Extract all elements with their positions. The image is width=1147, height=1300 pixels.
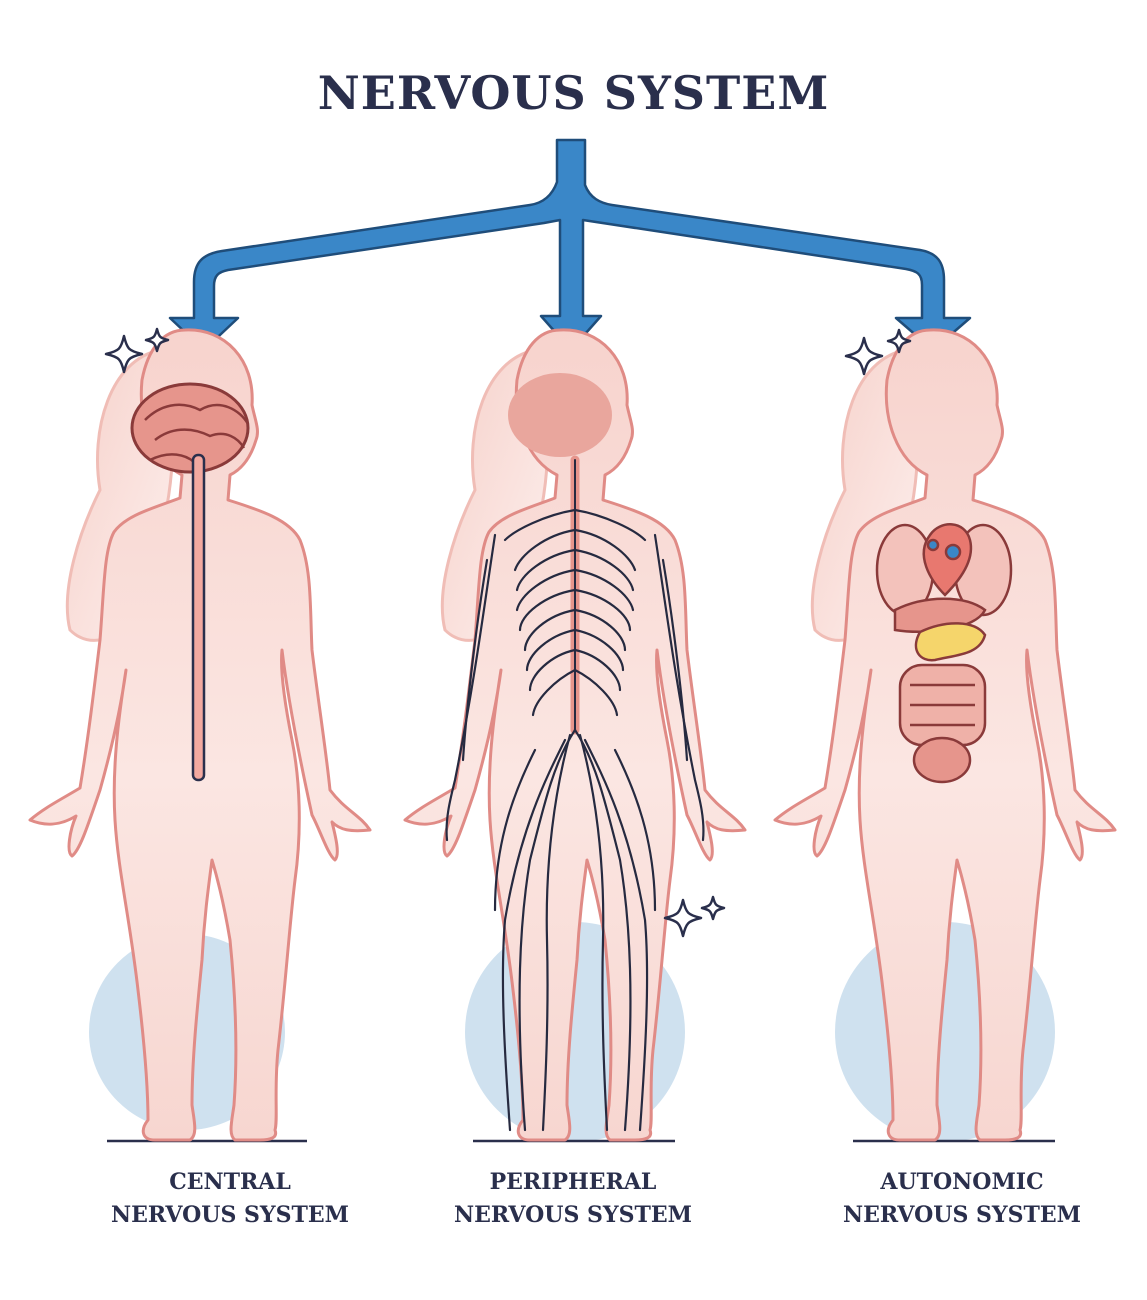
caption-central-line1: CENTRAL — [169, 1169, 291, 1195]
diagram-title: NERVOUS SYSTEM — [317, 66, 830, 120]
caption-autonomic: AUTONOMIC NERVOUS SYSTEM — [792, 1166, 1132, 1232]
blood-vessel-icon — [944, 543, 962, 561]
brain-icon — [508, 373, 612, 457]
caption-peripheral-line2: NERVOUS SYSTEM — [454, 1202, 692, 1228]
spinal-cord — [191, 453, 206, 782]
nerve-network — [445, 455, 705, 1132]
caption-central: CENTRAL NERVOUS SYSTEM — [60, 1166, 400, 1232]
central-figure — [28, 328, 372, 1142]
caption-autonomic-line2: NERVOUS SYSTEM — [843, 1202, 1081, 1228]
organs-icon — [875, 523, 1013, 784]
bladder-icon — [912, 736, 972, 784]
caption-autonomic-line1: AUTONOMIC — [880, 1169, 1044, 1195]
brain-icon — [130, 382, 250, 474]
caption-peripheral: PERIPHERAL NERVOUS SYSTEM — [403, 1166, 743, 1232]
branch-arrows — [168, 138, 972, 352]
autonomic-figure — [773, 328, 1117, 1142]
caption-central-line2: NERVOUS SYSTEM — [111, 1202, 349, 1228]
peripheral-figure — [403, 328, 747, 1142]
caption-peripheral-line1: PERIPHERAL — [489, 1169, 657, 1195]
pancreas-icon — [914, 622, 987, 662]
blood-vessel-icon — [926, 538, 940, 552]
